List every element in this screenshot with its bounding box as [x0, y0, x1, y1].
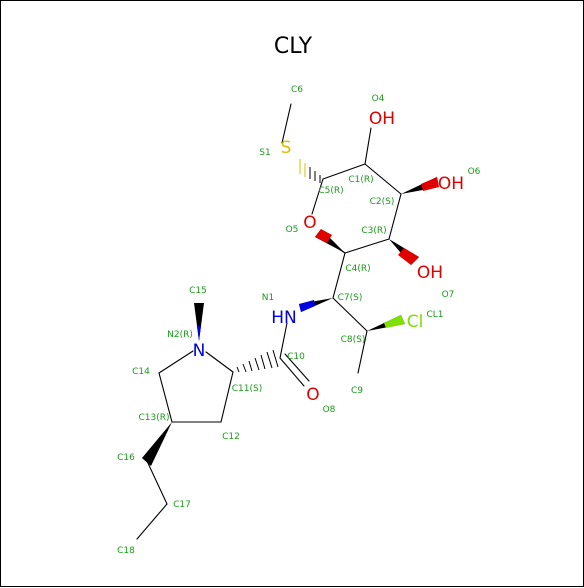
hash-c11-c10: [236, 349, 279, 373]
label-c7: C7(S): [338, 293, 363, 303]
label-c12: C12: [222, 432, 240, 442]
label-c14: C14: [132, 367, 150, 377]
label-c17: C17: [173, 500, 191, 510]
label-c10: C10: [287, 352, 305, 362]
element-labels: S OH OH OH O O HN N Cl: [193, 109, 464, 405]
bond-c11-c12: [220, 371, 234, 423]
bond-c3-c4: [344, 238, 390, 254]
diagram-title: CLY: [274, 34, 313, 59]
label-c4: C4(R): [345, 264, 370, 274]
label-n1: N1: [262, 293, 274, 303]
label-c2: C2(S): [370, 197, 395, 207]
label-c16: C16: [117, 453, 135, 463]
bond-c13-c14: [158, 372, 173, 423]
label-o7: O7: [442, 290, 455, 300]
bond-n2-c11: [205, 351, 234, 373]
atom-name-labels: C6 O4 S1 C1(R) O6 C5(R) C2(S) O5 C3(R) C…: [117, 85, 481, 556]
hash-c5-s1: [299, 159, 321, 183]
label-c18: C18: [117, 546, 135, 556]
label-c3: C3(R): [361, 226, 386, 236]
label-c11: C11(S): [232, 384, 262, 394]
label-o6: O6: [468, 167, 481, 177]
label-c9: C9: [351, 386, 363, 396]
bond-c6-s1: [281, 103, 292, 144]
bonds: [136, 103, 402, 540]
wedge-c13-c16: [142, 422, 172, 466]
atom-o6-symbol: OH: [438, 174, 464, 194]
bond-c10-o8-a: [279, 357, 305, 387]
bond-c10-o8-b: [284, 353, 310, 382]
atom-o5-symbol: O: [303, 213, 316, 233]
atom-cl1-symbol: Cl: [407, 312, 424, 332]
label-cl1: CL1: [426, 310, 443, 320]
bond-c5-c1: [322, 163, 366, 180]
bond-c4-c7: [332, 252, 346, 299]
label-c6: C6: [291, 85, 303, 95]
label-c13: C13(R): [138, 413, 169, 423]
bond-o5-c5: [311, 178, 324, 215]
label-c15: C15: [189, 286, 207, 296]
atom-s1-symbol: S: [281, 138, 292, 158]
bond-c14-n2: [158, 350, 194, 374]
bond-c7-c8: [332, 297, 368, 332]
label-o4: O4: [372, 94, 385, 104]
label-o8: O8: [323, 405, 336, 415]
bond-c1-o4: [364, 127, 372, 165]
stereo-bonds: [142, 159, 439, 466]
atom-n1-symbol: HN: [271, 308, 297, 328]
bond-c16-c17: [146, 460, 168, 505]
label-c5: C5(R): [318, 186, 343, 196]
label-c1: C1(R): [348, 175, 373, 185]
label-o5: O5: [286, 225, 299, 235]
label-s1: S1: [259, 148, 270, 158]
atom-o8-symbol: O: [306, 385, 319, 405]
bond-c8-c9: [357, 330, 368, 374]
bond-c2-c3: [388, 193, 402, 240]
bond-c17-c18: [136, 503, 168, 540]
label-c8: C8(S): [341, 335, 366, 345]
bond-n1-c10: [279, 322, 288, 359]
wedge-n2-c15: [194, 303, 204, 341]
bond-c1-c2: [364, 163, 402, 195]
atom-n2-symbol: N: [193, 341, 206, 361]
atom-o7-symbol: OH: [417, 263, 443, 283]
label-n2: N2(R): [167, 330, 193, 340]
atom-o4-symbol: OH: [369, 109, 395, 129]
